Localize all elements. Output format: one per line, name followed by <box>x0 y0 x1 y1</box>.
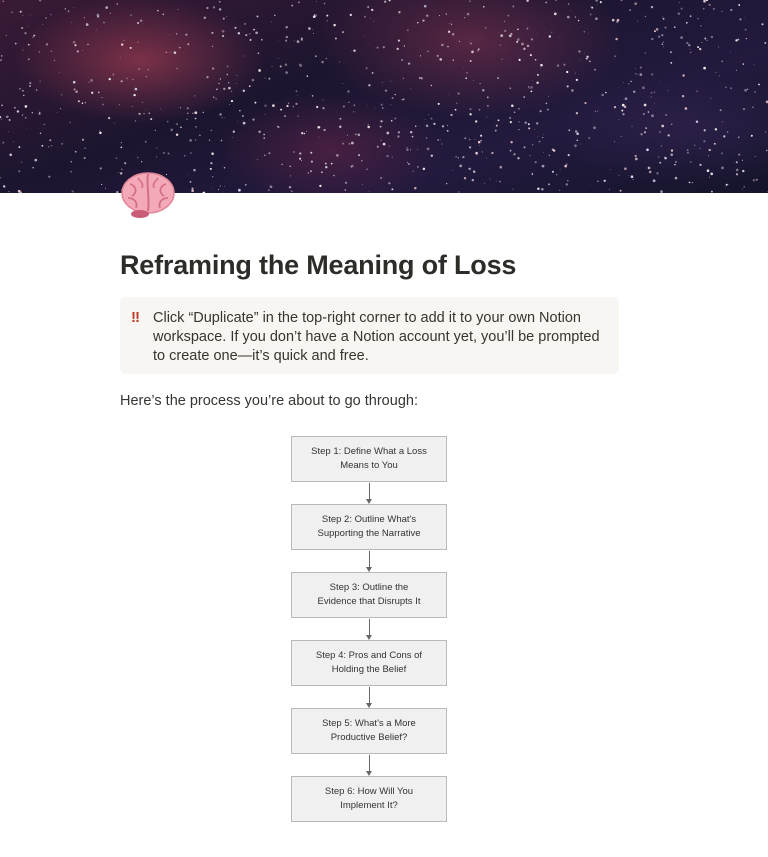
step-4-label: Step 4: Pros and Cons of Holding the Bel… <box>315 650 423 675</box>
step-2-box: Step 2: Outline What's Supporting the Na… <box>291 504 447 550</box>
step-3-label: Step 3: Outline the Evidence that Disrup… <box>317 582 421 607</box>
step-6-box: Step 6: How Will You Implement It? <box>291 776 447 822</box>
step-3-box: Step 3: Outline the Evidence that Disrup… <box>291 572 447 618</box>
process-flowchart: Step 1: Define What a Loss Means to You … <box>291 436 449 826</box>
cover-image <box>0 0 768 193</box>
intro-text[interactable]: Here’s the process you’re about to go th… <box>120 393 418 409</box>
double-exclamation-icon[interactable]: !! <box>131 309 140 326</box>
starfield <box>0 0 768 193</box>
step-4-box: Step 4: Pros and Cons of Holding the Bel… <box>291 640 447 686</box>
step-6-label: Step 6: How Will You Implement It? <box>324 786 414 811</box>
step-1-box: Step 1: Define What a Loss Means to You <box>291 436 447 482</box>
callout-text[interactable]: Click “Duplicate” in the top-right corne… <box>153 310 600 364</box>
page-title[interactable]: Reframing the Meaning of Loss <box>120 250 517 280</box>
step-5-box: Step 5: What's a More Productive Belief? <box>291 708 447 754</box>
brain-icon[interactable] <box>118 166 178 218</box>
step-1-label: Step 1: Define What a Loss Means to You <box>311 446 427 471</box>
callout-block[interactable]: !! Click “Duplicate” in the top-right co… <box>120 297 619 374</box>
step-2-label: Step 2: Outline What's Supporting the Na… <box>317 514 421 539</box>
step-5-label: Step 5: What's a More Productive Belief? <box>322 718 416 743</box>
